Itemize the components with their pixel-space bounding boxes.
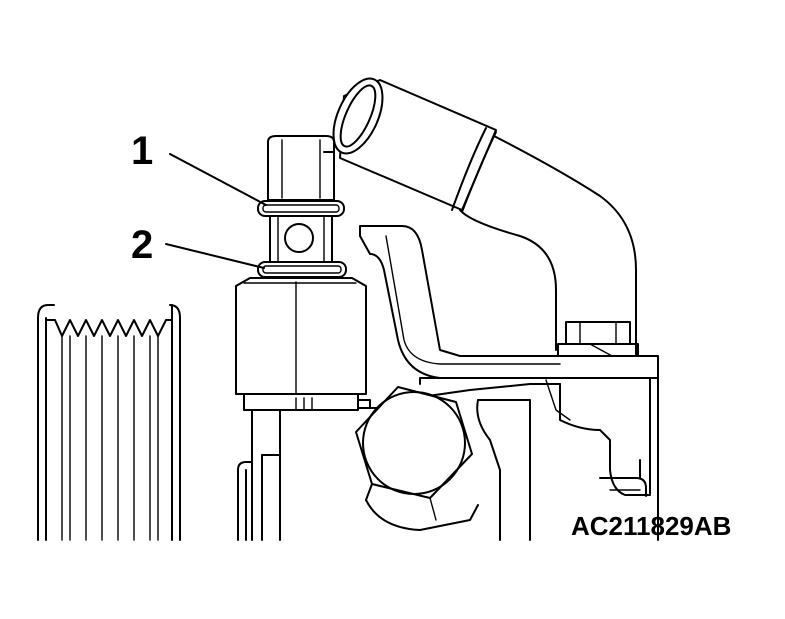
leader-lines [165, 153, 267, 269]
bracket [359, 225, 659, 379]
figure-code: AC211829AB [571, 511, 732, 541]
leader-line-2 [165, 243, 265, 269]
callout-label-2: 2 [131, 223, 154, 267]
callout-label-1: 1 [131, 129, 154, 173]
hex-plug [355, 386, 479, 531]
suction-hose [332, 77, 637, 357]
leader-line-1 [169, 153, 267, 206]
union-fitting [235, 135, 367, 411]
pulley [37, 304, 181, 541]
